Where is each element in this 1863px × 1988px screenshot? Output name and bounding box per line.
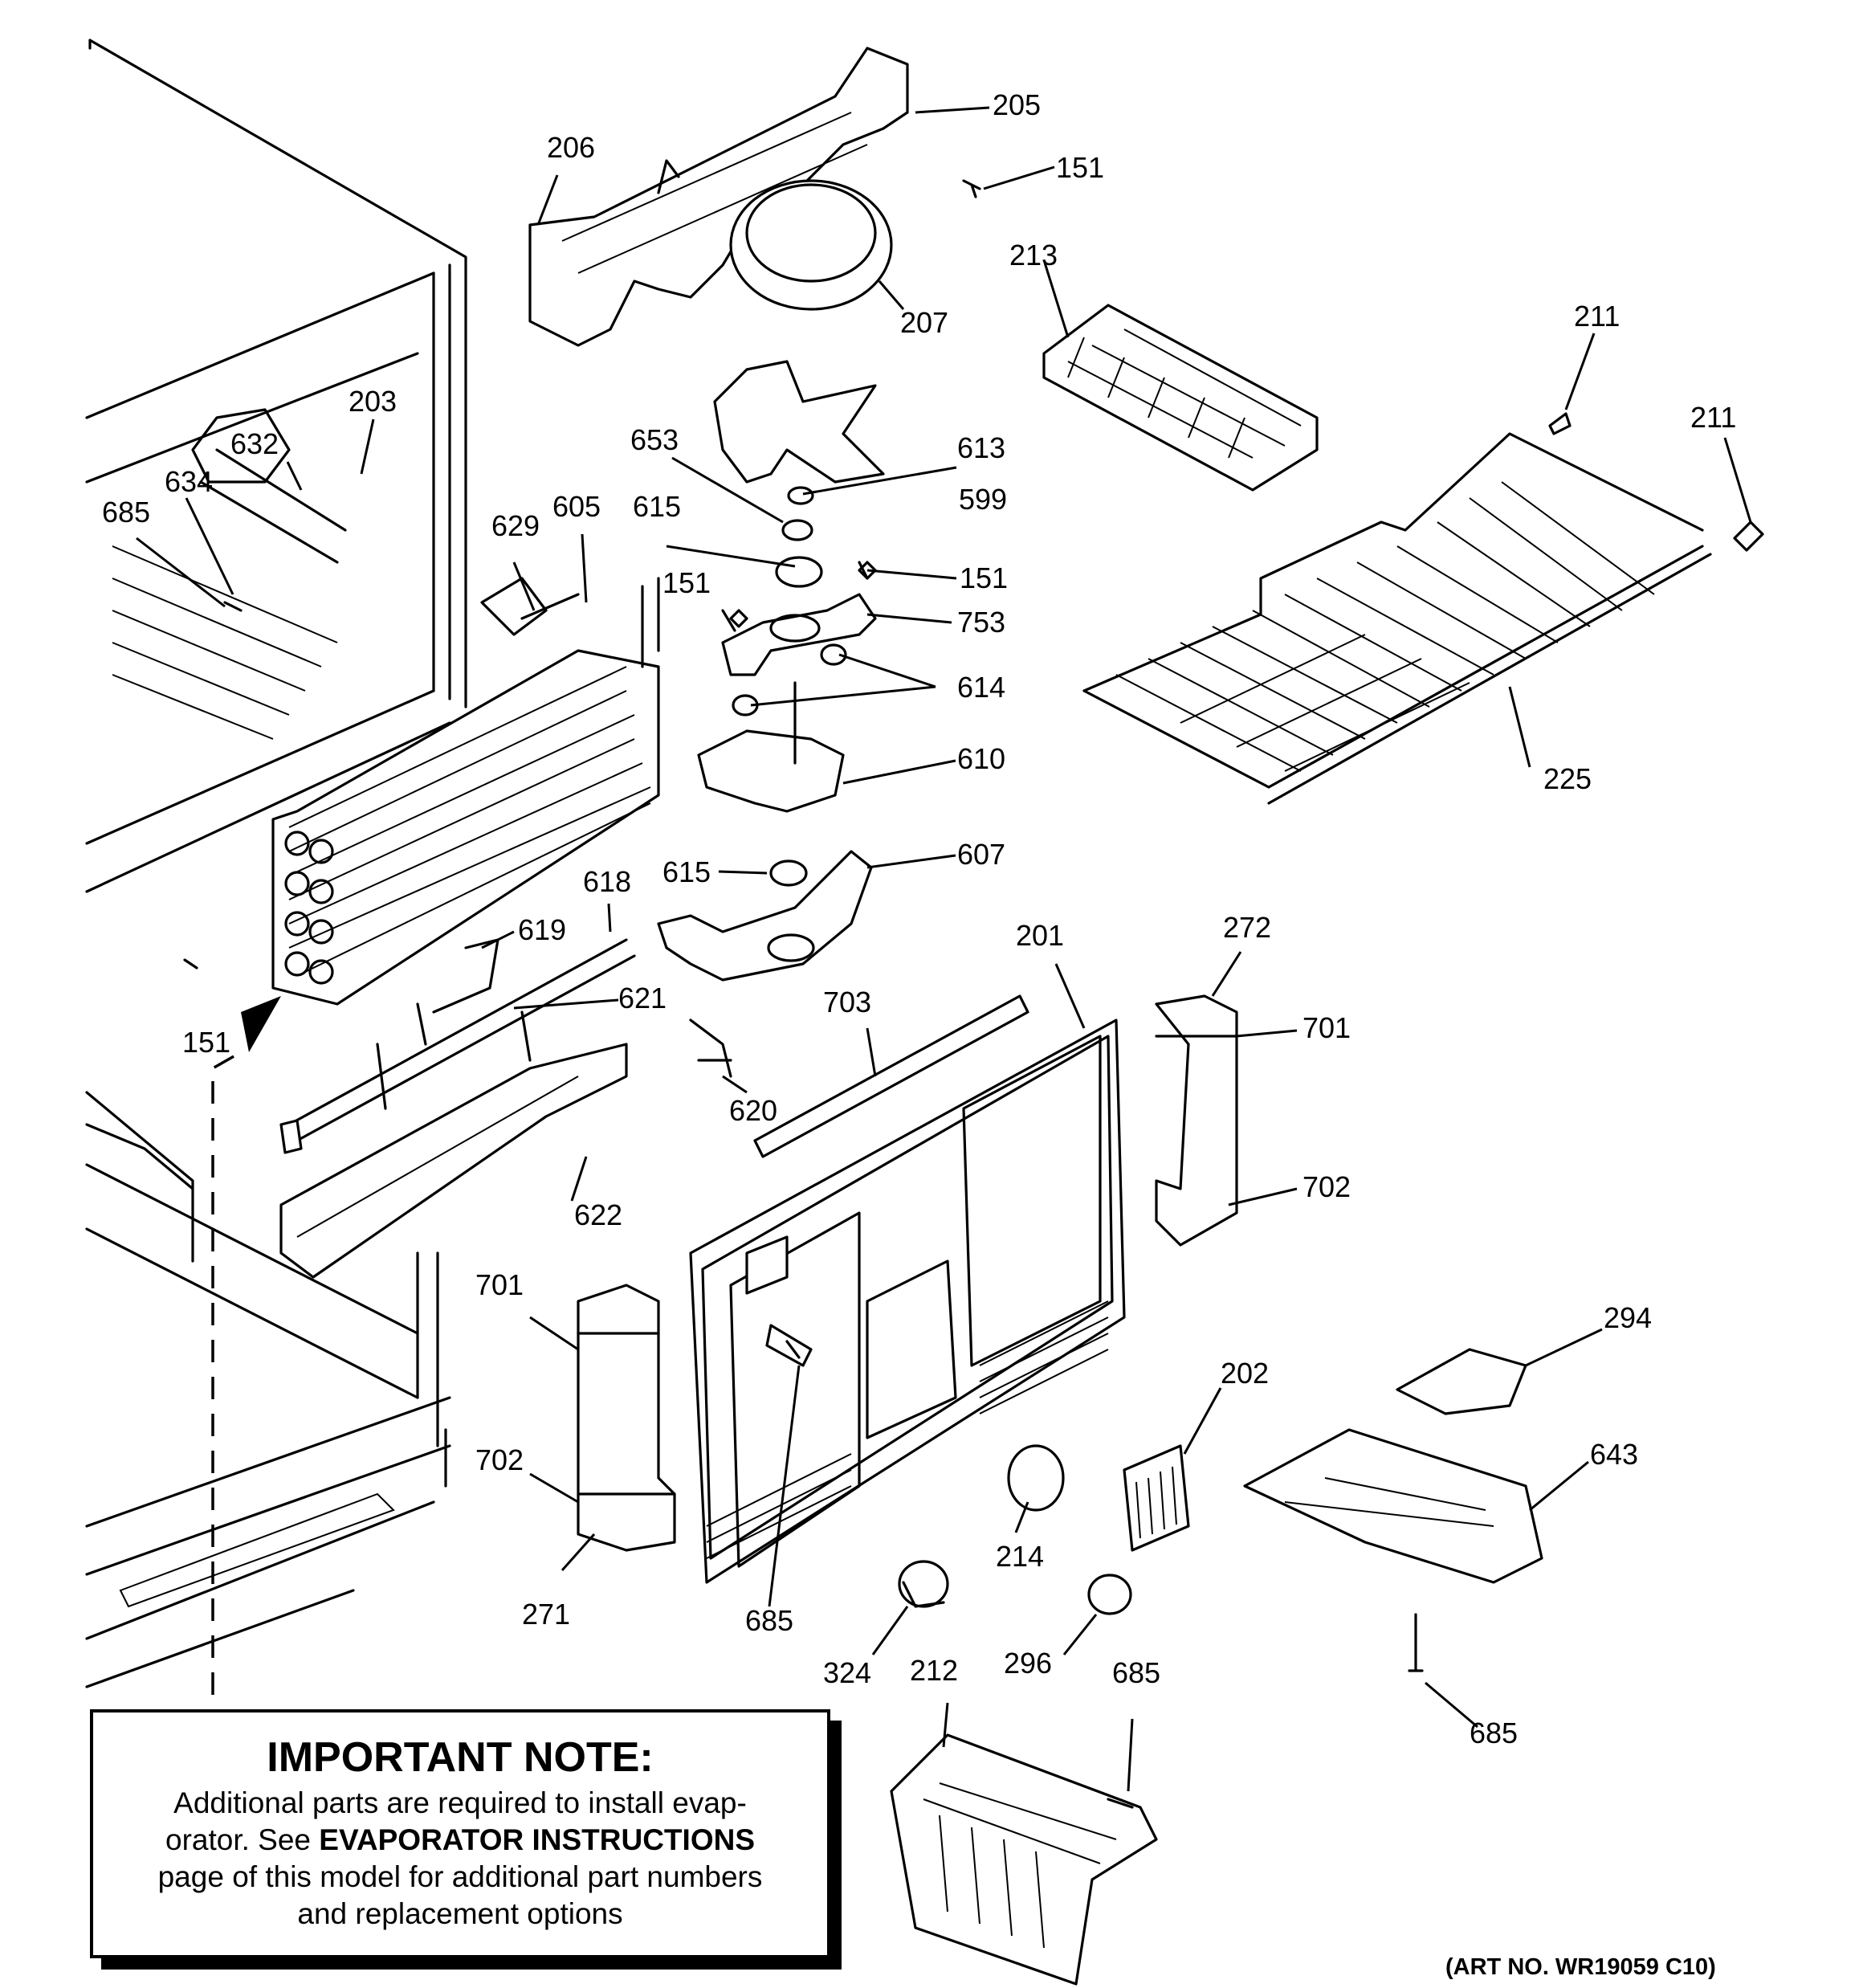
callout-296: 296 bbox=[1004, 1647, 1052, 1680]
callout-214: 214 bbox=[996, 1540, 1044, 1573]
callout-206: 206 bbox=[547, 131, 595, 164]
callout-615: 615 bbox=[633, 490, 681, 523]
callout-labels: 151 151 151 151 201 202 203 205 206 207 … bbox=[102, 88, 1736, 1749]
callout-632: 632 bbox=[230, 427, 279, 460]
refrigerator-cabinet bbox=[85, 39, 467, 1688]
callout-615: 615 bbox=[662, 855, 711, 888]
callout-271: 271 bbox=[522, 1598, 570, 1631]
wire-shelf bbox=[1082, 412, 1764, 805]
note-line-4: and replacement options bbox=[297, 1897, 623, 1930]
callout-205: 205 bbox=[993, 88, 1041, 121]
evaporator-instructions-emphasis: EVAPORATOR INSTRUCTIONS bbox=[319, 1823, 755, 1856]
callout-701: 701 bbox=[1302, 1011, 1351, 1044]
callout-702: 702 bbox=[1302, 1170, 1351, 1203]
note-line-1: Additional parts are required to install… bbox=[173, 1786, 747, 1819]
evaporator-cover bbox=[689, 994, 1126, 1584]
callout-213: 213 bbox=[1009, 239, 1058, 271]
callout-201: 201 bbox=[1016, 919, 1064, 952]
callout-614: 614 bbox=[957, 671, 1005, 704]
important-note-box: IMPORTANT NOTE: Additional parts are req… bbox=[90, 1709, 830, 1958]
note-line-2-text: orator. See bbox=[165, 1823, 320, 1856]
callout-211: 211 bbox=[1690, 401, 1736, 434]
callout-151: 151 bbox=[960, 561, 1008, 594]
art-number: (ART NO. WR19059 C10) bbox=[1445, 1954, 1716, 1980]
ice-tray bbox=[1042, 304, 1319, 492]
note-body: Additional parts are required to install… bbox=[93, 1785, 827, 1933]
callout-607: 607 bbox=[957, 838, 1005, 871]
callout-634: 634 bbox=[165, 465, 213, 498]
callout-207: 207 bbox=[900, 306, 948, 339]
air-duct-upper bbox=[1155, 994, 1238, 1247]
defrost-heater-and-drain-pan bbox=[279, 938, 732, 1279]
callout-653: 653 bbox=[630, 423, 679, 456]
callout-702: 702 bbox=[475, 1443, 524, 1476]
callout-618: 618 bbox=[583, 865, 631, 898]
callout-620: 620 bbox=[729, 1094, 777, 1127]
air-duct-lower bbox=[577, 1284, 676, 1552]
fan-shroud-assembly bbox=[528, 47, 909, 347]
callout-324: 324 bbox=[823, 1656, 871, 1689]
evaporator-guide-line bbox=[211, 1051, 242, 1695]
callout-294: 294 bbox=[1604, 1301, 1652, 1334]
fan-motor-assembly bbox=[657, 360, 885, 982]
callout-202: 202 bbox=[1221, 1357, 1269, 1390]
note-line-2: orator. See EVAPORATOR INSTRUCTIONS bbox=[109, 1822, 811, 1859]
callout-605: 605 bbox=[552, 490, 601, 523]
screws bbox=[183, 179, 1134, 1809]
callout-685: 685 bbox=[102, 496, 150, 529]
callout-629: 629 bbox=[491, 509, 540, 542]
callout-151: 151 bbox=[182, 1026, 230, 1059]
callout-212: 212 bbox=[910, 1654, 958, 1687]
small-parts bbox=[898, 1444, 1190, 1615]
callout-621: 621 bbox=[618, 982, 667, 1014]
leader-lines bbox=[136, 106, 1752, 1792]
callout-203: 203 bbox=[349, 385, 397, 418]
note-title: IMPORTANT NOTE: bbox=[267, 1734, 654, 1781]
ice-bin bbox=[890, 1733, 1158, 1986]
callout-685: 685 bbox=[1112, 1656, 1160, 1689]
callout-610: 610 bbox=[957, 742, 1005, 775]
callout-619: 619 bbox=[518, 913, 566, 946]
callout-753: 753 bbox=[957, 606, 1005, 639]
callout-151: 151 bbox=[662, 566, 711, 599]
direction-arrow bbox=[241, 996, 281, 1052]
callout-622: 622 bbox=[574, 1198, 622, 1231]
evaporator-coil bbox=[271, 577, 660, 1006]
callout-272: 272 bbox=[1223, 911, 1271, 944]
callout-613: 613 bbox=[957, 431, 1005, 464]
callout-151: 151 bbox=[1056, 151, 1104, 184]
callout-225: 225 bbox=[1543, 762, 1592, 795]
callout-701: 701 bbox=[475, 1268, 524, 1301]
callout-685: 685 bbox=[1470, 1717, 1518, 1749]
callout-211: 211 bbox=[1574, 300, 1620, 333]
callout-643: 643 bbox=[1590, 1438, 1638, 1471]
callout-599: 599 bbox=[959, 483, 1007, 516]
note-line-3: page of this model for additional part n… bbox=[157, 1860, 763, 1893]
drain-assembly bbox=[1243, 1348, 1543, 1672]
callout-685: 685 bbox=[745, 1604, 793, 1637]
callout-703: 703 bbox=[823, 986, 871, 1018]
